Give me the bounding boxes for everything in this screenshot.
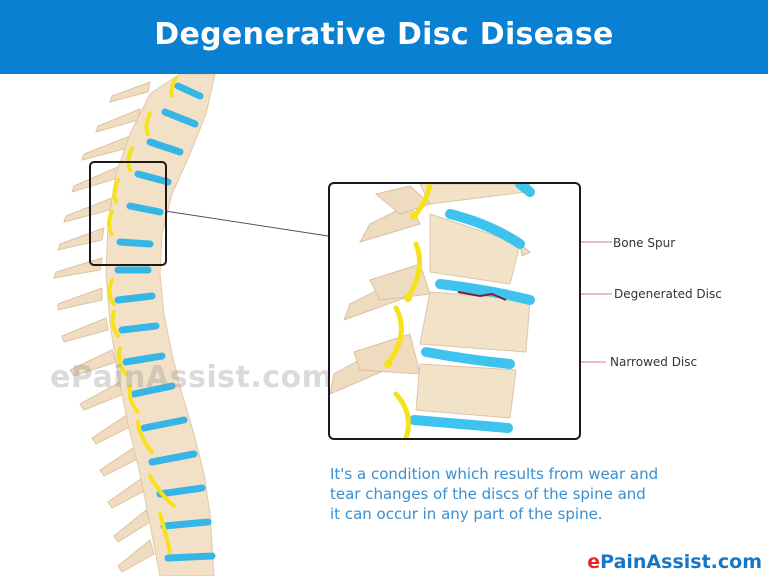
detail-illustration [330,184,535,438]
description-line-3: it can occur in any part of the spine. [330,505,603,523]
vertebrae [53,74,216,576]
brand-prefix: e [587,551,601,573]
detail-inset [328,182,581,440]
intervertebral-discs [114,82,216,562]
zoom-region-highlight [89,161,167,266]
brand-rest: PainAssist.com [600,551,762,573]
page-title: Degenerative Disc Disease [154,17,614,52]
brand-logo: ePainAssist.com [587,551,762,573]
description-line-1: It's a condition which results from wear… [330,465,659,483]
description-text: It's a condition which results from wear… [330,464,710,524]
label-narrowed-disc: Narrowed Disc [610,355,698,369]
disc-crack [457,291,507,301]
nerves [107,76,178,554]
spine-illustration [53,74,216,576]
watermark: ePainAssist.com [50,360,334,395]
title-banner: Degenerative Disc Disease [0,0,768,74]
label-bone-spur: Bone Spur [613,236,676,250]
description-line-2: tear changes of the discs of the spine a… [330,485,646,503]
label-degenerated-disc: Degenerated Disc [614,287,722,301]
